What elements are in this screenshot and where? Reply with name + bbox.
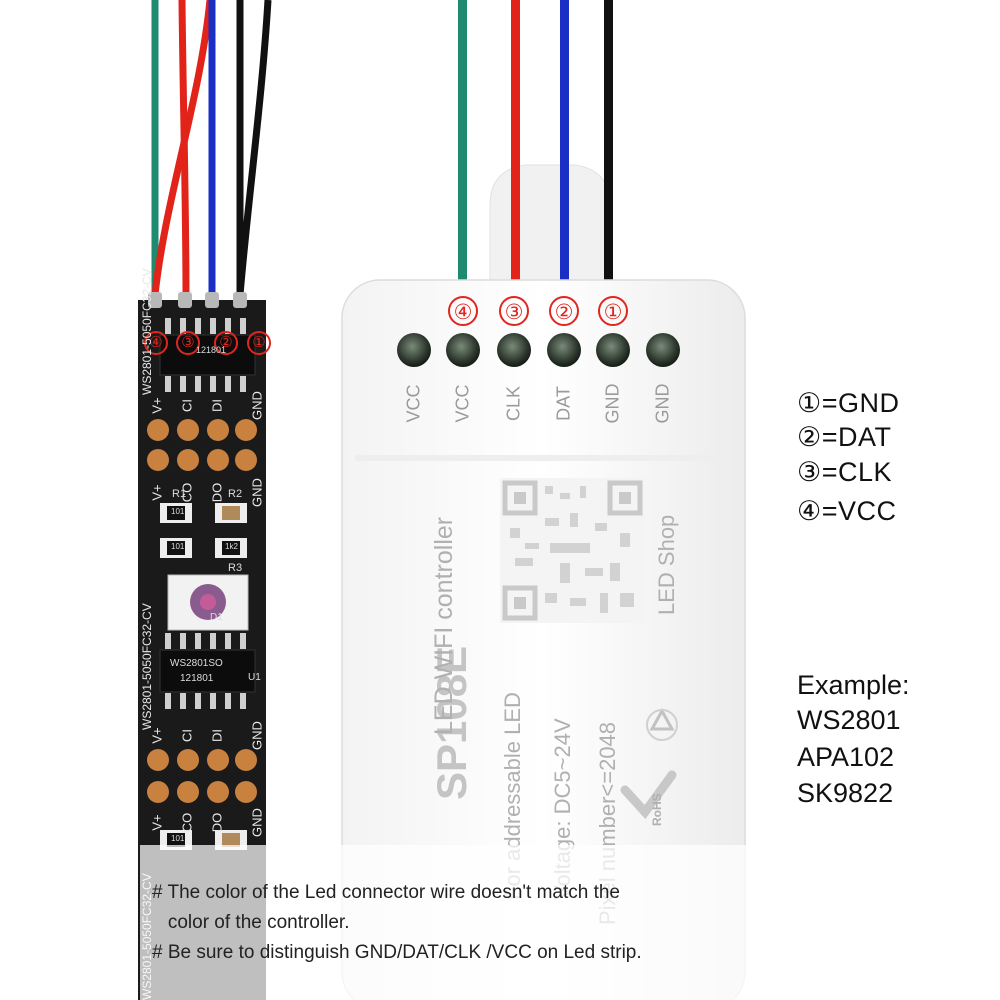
- controller-hanger-tab: [489, 164, 611, 286]
- example-item: APA102: [797, 742, 895, 772]
- silk-ref: R2: [228, 488, 243, 500]
- legend-mark: ①: [797, 388, 822, 418]
- recycle-icon: [646, 707, 678, 741]
- pad-label: DO: [209, 812, 225, 833]
- legend-mark: ②: [797, 422, 822, 452]
- legend-gnd: ①=GND: [797, 388, 900, 419]
- pad-label: V+: [149, 814, 165, 831]
- terminal-label: VCC: [403, 384, 424, 423]
- ws2801-chip-bottom: [159, 633, 256, 709]
- terminal-screw: [446, 333, 480, 367]
- terminal-label: GND: [652, 383, 673, 424]
- resistor-marking: 1k2: [225, 542, 238, 551]
- controller-mark-clk: ③: [499, 296, 529, 326]
- strip-mark-gnd: ①: [247, 331, 271, 355]
- legend-text: =VCC: [821, 496, 897, 526]
- note-background: [140, 845, 1000, 1000]
- chip-marking: WS2801SO: [170, 658, 223, 669]
- terminal-label: DAT: [553, 386, 574, 421]
- controller-wire-blue: [560, 0, 569, 285]
- rohs-label: RoHS: [650, 793, 664, 826]
- legend-vcc: ④=VCC: [797, 496, 897, 527]
- legend-mark: ③: [797, 457, 822, 487]
- legend-dat: ②=DAT: [797, 422, 891, 453]
- terminal-screw: [547, 333, 581, 367]
- resistor-marking: 101: [171, 834, 185, 843]
- terminal-screw: [397, 333, 431, 367]
- note-line: # The color of the Led connector wire do…: [152, 882, 620, 903]
- controller-mark-gnd: ①: [598, 296, 628, 326]
- strip-silkscreen: WS2801-5050FC32-CV: [140, 603, 154, 730]
- strip-mark-dat: ②: [214, 331, 238, 355]
- terminal-screw: [497, 333, 531, 367]
- legend-mark: ④: [797, 496, 822, 526]
- terminal-screws: [397, 333, 680, 367]
- qr-code: [500, 478, 645, 623]
- controller-wire-red: [511, 0, 520, 285]
- strip-silkscreen: WS2801-5050FC32-CV: [140, 268, 154, 395]
- terminal-label: VCC: [452, 384, 473, 423]
- terminal-screw: [646, 333, 680, 367]
- pad-label: GND: [249, 391, 265, 420]
- pad-label: CI: [179, 729, 195, 742]
- resistor-marking: 101: [171, 507, 185, 516]
- silk-ref: R3: [228, 562, 243, 574]
- example-item: SK9822: [797, 778, 894, 808]
- chip-code: 121801: [180, 673, 214, 684]
- terminal-label: CLK: [503, 386, 524, 422]
- controller-mark-dat: ②: [549, 296, 579, 326]
- pad-label: CI: [179, 399, 195, 412]
- pad-label: V+: [149, 484, 165, 501]
- legend-clk: ③=CLK: [797, 457, 892, 488]
- legend-text: =DAT: [821, 422, 892, 452]
- example-title: Example:: [797, 670, 910, 700]
- legend-text: =GND: [821, 388, 900, 418]
- controller-mark-vcc: ④: [448, 296, 478, 326]
- chip-code: 121801: [196, 345, 227, 355]
- example-item: WS2801: [797, 705, 901, 735]
- controller-wires: [458, 0, 613, 285]
- strip-wires: [151, 0, 272, 301]
- controller-brand: LED Shop: [654, 514, 679, 615]
- ws2801-chip-top: [159, 318, 256, 392]
- controller-wire-black: [604, 0, 613, 285]
- pad-label: DO: [209, 482, 225, 503]
- pad-label: GND: [249, 721, 265, 750]
- controller-title: LED WIFI controller: [430, 516, 458, 735]
- strip-mark-clk: ③: [176, 331, 200, 355]
- silk-ref: U1: [248, 672, 261, 683]
- rohs-check-icon: [620, 770, 677, 820]
- silk-ref: R1: [172, 488, 187, 500]
- note-line: color of the controller.: [152, 912, 350, 933]
- silk-ref: D1: [210, 612, 223, 623]
- pad-label: DI: [209, 729, 225, 742]
- strip-mark-vcc: ④: [144, 331, 168, 355]
- copper-pads: [147, 419, 257, 803]
- rgb-led: [167, 574, 249, 631]
- terminal-screw: [596, 333, 630, 367]
- note-line: # Be sure to distinguish GND/DAT/CLK /VC…: [152, 942, 642, 963]
- terminal-label: GND: [602, 383, 623, 424]
- solder-joints: [148, 292, 247, 308]
- pad-label: GND: [249, 808, 265, 837]
- legend-text: =CLK: [821, 457, 893, 487]
- controller-wire-green: [458, 0, 467, 285]
- pad-label: GND: [249, 478, 265, 507]
- pad-label: DI: [209, 399, 225, 412]
- resistor-marking: 101: [171, 542, 185, 551]
